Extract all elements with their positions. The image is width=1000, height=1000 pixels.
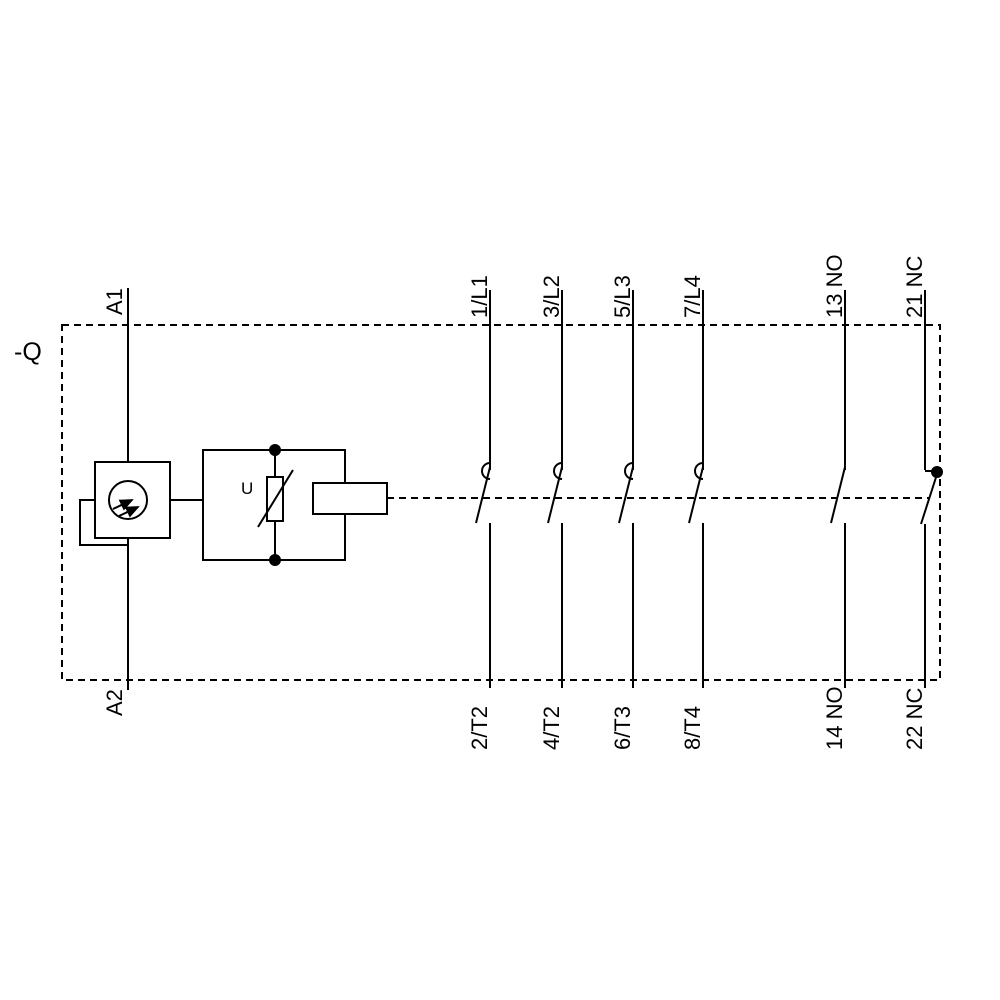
device-reference-label: -Q xyxy=(14,338,42,366)
pole-top-label: 3/L2 xyxy=(539,275,564,318)
terminal-a1-label: A1 xyxy=(102,288,127,315)
aux-contact-blade xyxy=(830,466,846,524)
coil-circuit: A1 A2 U xyxy=(79,288,388,716)
aux-bottom-label: 14 NO xyxy=(822,686,847,750)
main-pole-2: 3/L2 4/T2 xyxy=(539,275,564,750)
main-pole-3: 5/L3 6/T3 xyxy=(610,275,635,750)
drive-arrow-icon xyxy=(118,506,140,518)
pole-contact-blade xyxy=(547,466,563,524)
pole-contact-blade xyxy=(688,466,704,524)
pole-top-label: 7/L4 xyxy=(680,275,705,318)
pole-bottom-label: 8/T4 xyxy=(680,706,705,750)
drive-arrow-icon xyxy=(112,499,134,511)
bypass-wire xyxy=(79,499,128,546)
varistor-label: U xyxy=(241,479,253,498)
pole-top-label: 1/L1 xyxy=(467,275,492,318)
coil-body xyxy=(312,482,388,515)
junction-dot-bottom xyxy=(269,554,281,566)
pole-contact-blade xyxy=(618,466,634,524)
aux-no-contact: 13 NO 14 NO xyxy=(822,254,847,750)
junction-dot-top xyxy=(269,444,281,456)
device-boundary xyxy=(61,324,941,681)
electronic-drive-symbol xyxy=(108,480,148,520)
pole-contact-blade xyxy=(475,466,491,524)
aux-contact-blade xyxy=(920,467,940,525)
aux-bottom-label: 22 NC xyxy=(902,688,927,750)
pole-bottom-label: 2/T2 xyxy=(467,706,492,750)
main-pole-4: 7/L4 8/T4 xyxy=(680,275,705,750)
varistor-diagonal xyxy=(257,469,294,528)
aux-top-label: 21 NC xyxy=(902,256,927,318)
pole-bottom-label: 4/T2 xyxy=(539,706,564,750)
electronic-drive-box xyxy=(94,461,171,539)
main-pole-1: 1/L1 2/T2 xyxy=(467,275,492,750)
pole-bottom-label: 6/T3 xyxy=(610,706,635,750)
aux-nc-contact: 21 NC 22 NC xyxy=(902,256,943,750)
aux-top-label: 13 NO xyxy=(822,254,847,318)
pole-top-label: 5/L3 xyxy=(610,275,635,318)
terminal-a2-label: A2 xyxy=(102,689,127,716)
